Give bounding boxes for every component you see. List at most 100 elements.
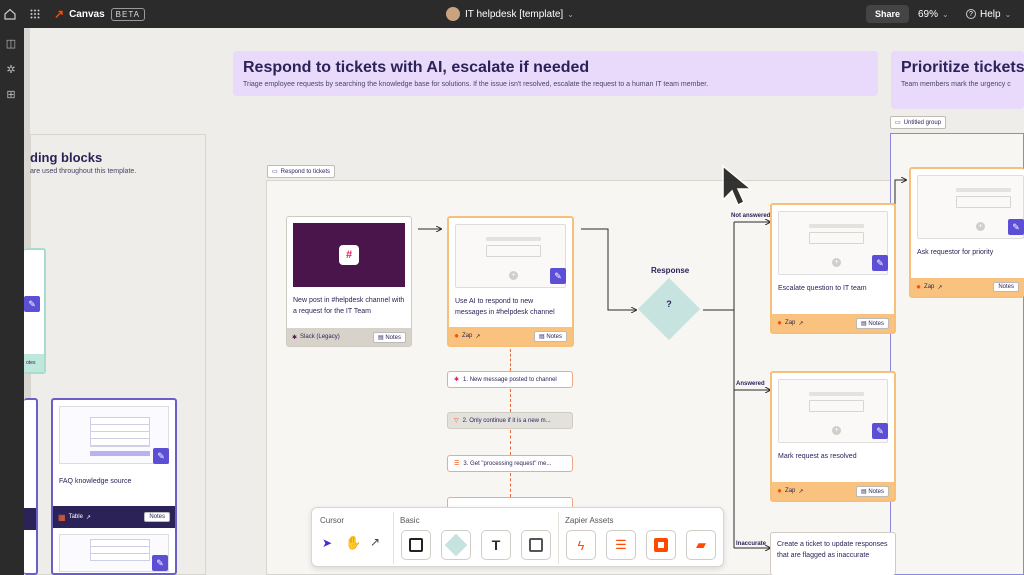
- placeholder-line: [809, 392, 864, 396]
- chatbot-icon[interactable]: ▰: [686, 530, 716, 560]
- card-footer: ✸ Zap ↗ ▤ Notes: [449, 327, 572, 345]
- sidebar-icon[interactable]: ◫: [5, 38, 17, 50]
- interfaces-icon[interactable]: [646, 530, 676, 560]
- tables-asset-icon[interactable]: ☰: [606, 530, 636, 560]
- square-icon[interactable]: [401, 530, 431, 560]
- app-label: Zap: [924, 284, 935, 290]
- group-tag-untitled[interactable]: ▭Untitled group: [890, 116, 947, 129]
- help-menu[interactable]: ? Help ⌄: [966, 0, 1011, 28]
- zap-preview: +: [455, 224, 566, 288]
- basic-section-label: Basic: [400, 516, 420, 525]
- step-connector: [510, 349, 511, 371]
- external-link-icon[interactable]: ↗: [798, 488, 804, 495]
- priority-zap-card[interactable]: + ✎ Ask requestor for priority ✸ Zap ↗ N…: [909, 167, 1024, 298]
- share-button[interactable]: Share: [866, 5, 910, 23]
- placeholder-box: [486, 245, 541, 257]
- zap-icon: ✸: [454, 333, 460, 340]
- hand-icon[interactable]: ✋: [345, 535, 362, 550]
- zap-asset-icon[interactable]: ϟ: [566, 530, 596, 560]
- faq-knowledge-card[interactable]: ✎ FAQ knowledge source ▦ Table ↗ Notes ✎: [51, 398, 177, 575]
- resolved-zap-card[interactable]: + ✎ Mark request as resolved ✸ Zap ↗ ▤ N…: [770, 371, 896, 502]
- plus-icon: +: [832, 426, 841, 435]
- zoom-level: 69%: [918, 8, 939, 20]
- canvas-logo[interactable]: ↗ Canvas BETA: [54, 0, 145, 28]
- external-link-icon[interactable]: ↗: [475, 333, 481, 340]
- branch-not-answered: Not answered: [731, 213, 771, 219]
- step-item-partial[interactable]: [447, 497, 573, 509]
- chevron-down-icon: ⌄: [1004, 9, 1012, 19]
- table-icon: ▦: [58, 512, 66, 522]
- faq-footer: ▦ Table ↗ Notes: [53, 506, 175, 528]
- pencil-icon[interactable]: ✎: [872, 423, 888, 439]
- external-link-icon[interactable]: ↗: [85, 514, 91, 521]
- card-footer: ✱ Slack (Legacy) ▤ Notes: [287, 328, 411, 346]
- step-item[interactable]: ☰3. Get "processing request" me...: [447, 455, 573, 472]
- step-connector: [510, 473, 511, 497]
- canvas-title-menu[interactable]: IT helpdesk [template] ⌄: [446, 0, 574, 28]
- zoom-control[interactable]: 69% ⌄: [918, 0, 949, 28]
- table-grid: [90, 417, 150, 447]
- left-rail: ◫ ✲ ⊞: [0, 28, 24, 575]
- zap-icon: ✸: [777, 320, 783, 327]
- step-item[interactable]: ✱1. New message posted to channel: [447, 371, 573, 388]
- home-icon[interactable]: [4, 0, 16, 28]
- group-tag-label: Untitled group: [903, 119, 942, 126]
- cursor-arrow-icon[interactable]: ➤: [322, 536, 333, 550]
- notes-icon: ▤: [377, 334, 386, 341]
- notes-button[interactable]: ▤ Notes: [855, 317, 889, 329]
- pencil-icon[interactable]: ✎: [872, 255, 888, 271]
- external-link-icon[interactable]: ↗: [798, 320, 804, 327]
- bug-icon[interactable]: ✲: [6, 64, 16, 76]
- group-tag-respond[interactable]: ▭Respond to tickets: [267, 165, 336, 178]
- inaccurate-note-card[interactable]: Create a ticket to update responses that…: [770, 532, 896, 575]
- section-title: Prioritize tickets: [901, 59, 1024, 76]
- chevron-down-icon: ⌄: [942, 9, 949, 19]
- step-connector: [510, 389, 511, 412]
- pencil-icon[interactable]: ✎: [550, 268, 566, 284]
- placeholder-line: [809, 224, 864, 228]
- pencil-icon[interactable]: ✎: [24, 296, 40, 312]
- pencil-icon[interactable]: ✎: [152, 555, 168, 571]
- step-connector: [510, 430, 511, 455]
- grid-icon[interactable]: [30, 0, 40, 28]
- notes-button[interactable]: Notes: [993, 282, 1019, 292]
- table-preview-2: ✎: [59, 534, 169, 572]
- notes-button[interactable]: Notes: [144, 512, 170, 522]
- card-title: Ask requestor for priority: [917, 249, 994, 256]
- slack-trigger-card[interactable]: # New post in #helpdesk channel with a r…: [286, 216, 412, 347]
- pencil-icon[interactable]: ✎: [1008, 219, 1024, 235]
- group-icon: ▭: [895, 120, 901, 126]
- notes-button[interactable]: ▤ Notes: [372, 331, 406, 343]
- avatar: [446, 7, 460, 21]
- group-tag-label: Respond to tickets: [280, 168, 331, 175]
- notes-button[interactable]: ▤ Notes: [533, 330, 567, 342]
- teal-card-partial[interactable]: ✎ otes: [24, 248, 46, 374]
- navy-card-partial[interactable]: [24, 398, 38, 575]
- step-item[interactable]: ▽2. Only continue if it is a new m...: [447, 412, 573, 429]
- card-icon[interactable]: [521, 530, 551, 560]
- decision-label: Response: [651, 266, 690, 275]
- navy-footer: [24, 508, 36, 530]
- app-label: Zap: [462, 333, 473, 339]
- section-title: Respond to tickets with AI, escalate if …: [243, 59, 590, 76]
- right-section-banner: Prioritize tickets Team members mark the…: [891, 51, 1024, 109]
- pencil-icon[interactable]: ✎: [153, 448, 169, 464]
- connector-icon[interactable]: ↗: [370, 535, 381, 549]
- group-icon: ▭: [272, 169, 278, 175]
- bottom-toolbar: Cursor ➤ ✋ ↗ Basic T Zapier Assets ϟ ☰ ▰: [311, 507, 724, 567]
- branch-inaccurate: Inaccurate: [736, 541, 767, 547]
- ai-zap-card[interactable]: + ✎ Use AI to respond to new messages in…: [447, 216, 574, 347]
- question-icon[interactable]: [441, 530, 471, 560]
- external-link-icon[interactable]: ↗: [937, 284, 943, 291]
- zap-preview: +: [917, 175, 1024, 239]
- share-button-wrap: Share: [866, 0, 910, 28]
- text-icon[interactable]: T: [481, 530, 511, 560]
- group-title: ding blocks: [30, 150, 103, 165]
- top-bar: ↗ Canvas BETA IT helpdesk [template] ⌄ S…: [0, 0, 1024, 28]
- placeholder-box: [809, 400, 864, 412]
- escalate-zap-card[interactable]: + ✎ Escalate question to IT team ✸ Zap ↗…: [770, 203, 896, 334]
- apps-icon[interactable]: ⊞: [6, 89, 16, 101]
- card-title: Create a ticket to update responses that…: [777, 541, 888, 559]
- notes-button[interactable]: ▤ Notes: [855, 485, 889, 497]
- card-footer: ✸ Zap ↗ ▤ Notes: [772, 482, 894, 500]
